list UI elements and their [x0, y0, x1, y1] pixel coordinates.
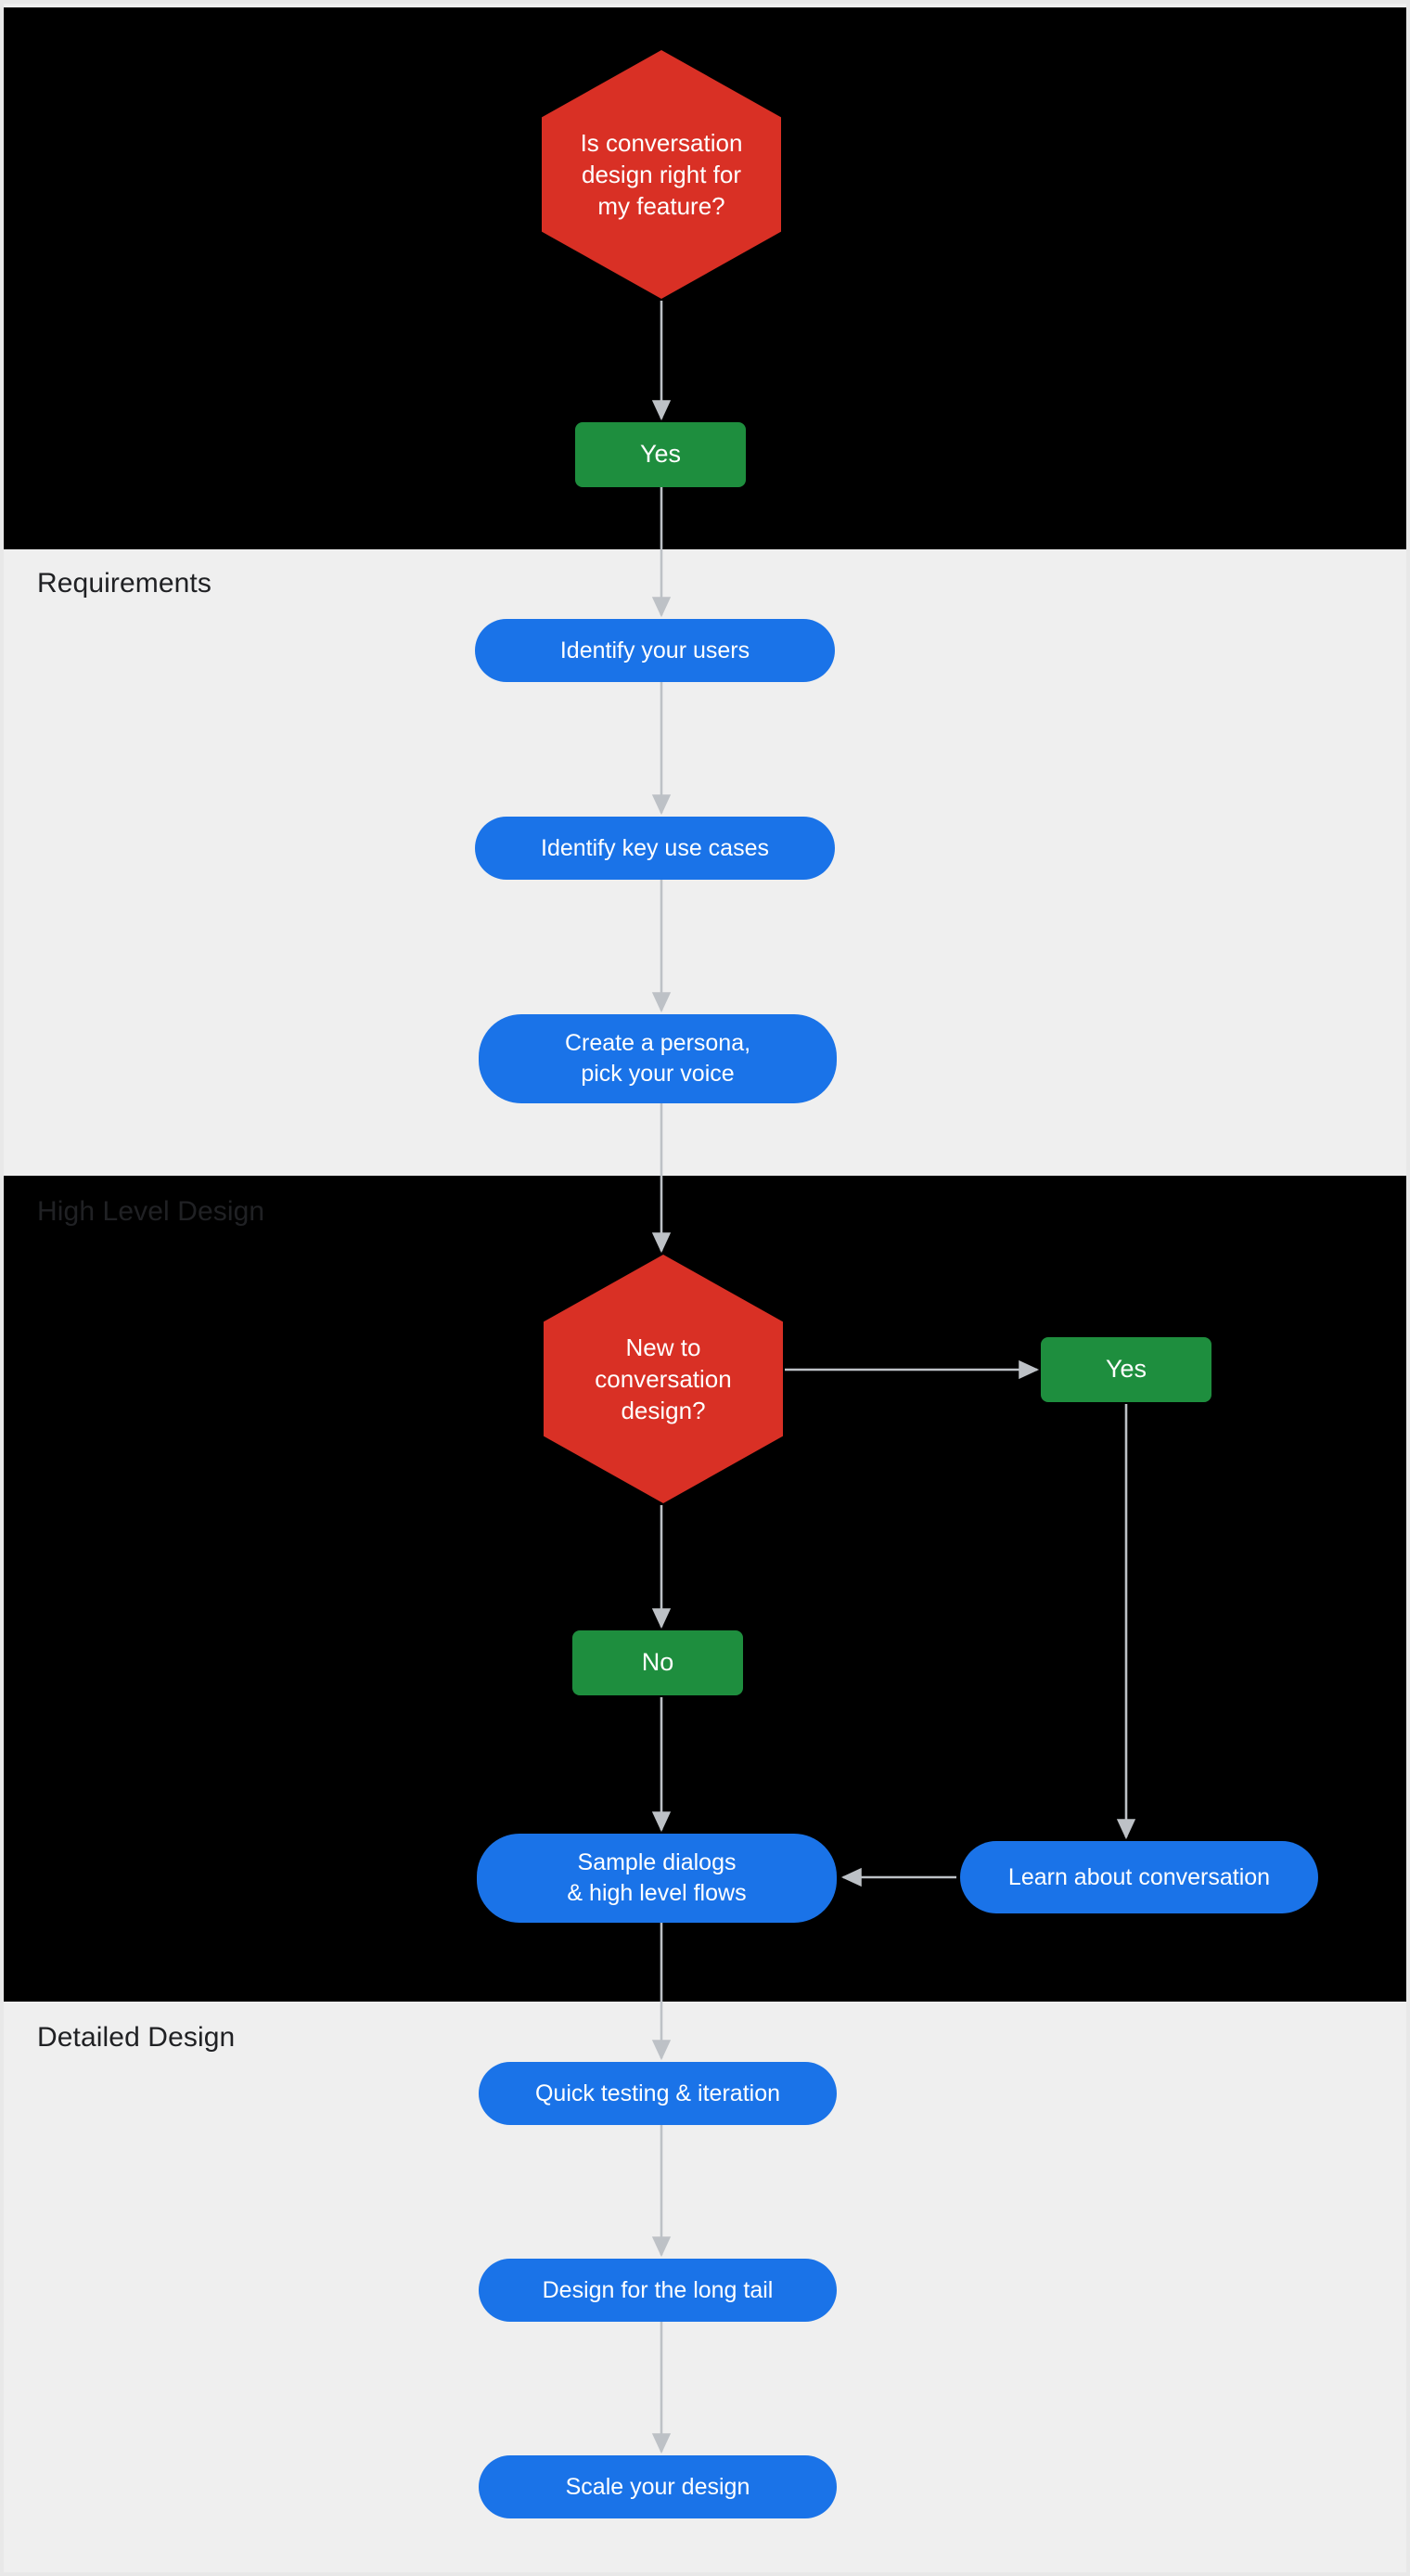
answer-yes-intro[interactable]: Yes — [575, 422, 746, 487]
step-design-for-the-long-tail[interactable]: Design for the long tail — [479, 2259, 837, 2322]
step-quick-testing-and-iteration[interactable]: Quick testing & iteration — [479, 2062, 837, 2125]
step-identify-your-users[interactable]: Identify your users — [475, 619, 835, 682]
step-identify-key-use-cases[interactable]: Identify key use cases — [475, 817, 835, 880]
section-label-detailed-design: Detailed Design — [37, 2022, 236, 2053]
step-learn-about-conversation[interactable]: Learn about conversation — [960, 1841, 1318, 1913]
answer-no-high-level[interactable]: No — [572, 1630, 743, 1695]
answer-yes-high-level[interactable]: Yes — [1041, 1337, 1211, 1402]
step-sample-dialogs-and-high-level-flows[interactable]: Sample dialogs & high level flows — [477, 1834, 837, 1923]
section-label-requirements: Requirements — [37, 568, 212, 599]
section-label-high-level-design: High Level Design — [37, 1196, 265, 1227]
step-scale-your-design[interactable]: Scale your design — [479, 2455, 837, 2518]
step-create-a-persona-pick-your-voice[interactable]: Create a persona, pick your voice — [479, 1014, 837, 1103]
